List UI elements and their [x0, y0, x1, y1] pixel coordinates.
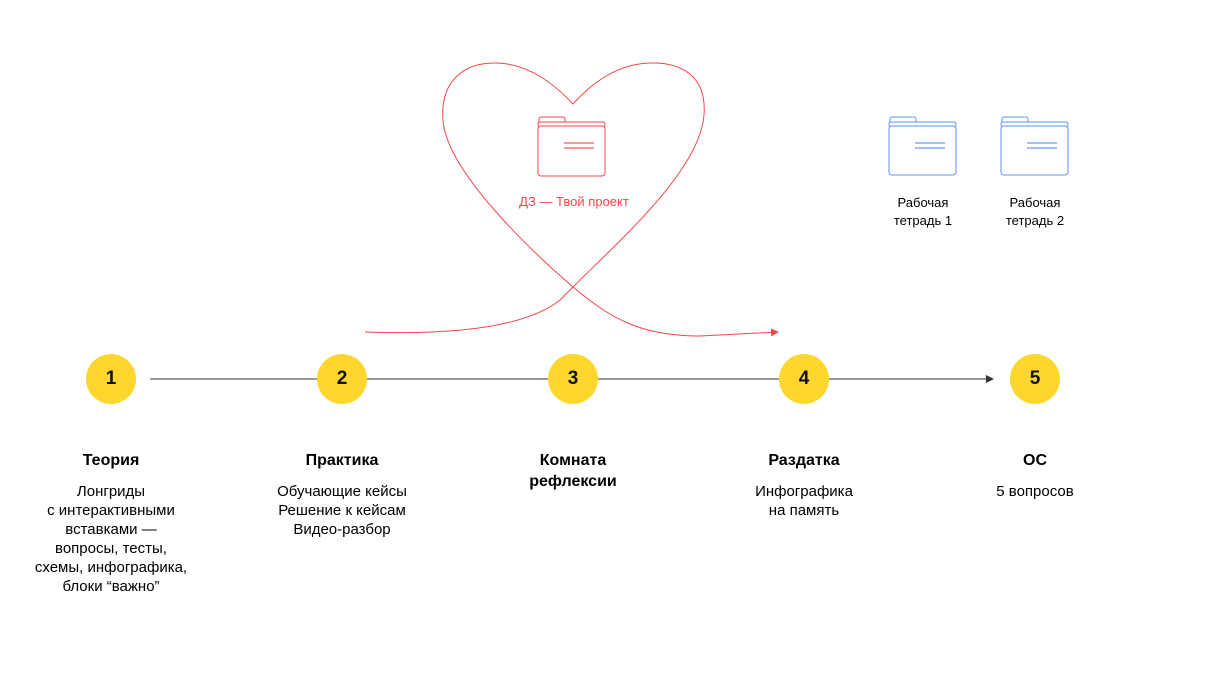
step-description: Лонгриды с интерактивными вставками — во…	[34, 483, 188, 595]
step-title: ОС	[1023, 452, 1047, 469]
step-number-badge: 3	[548, 354, 598, 404]
step-title: Практика	[305, 452, 379, 469]
workbook-label-2: Рабочая тетрадь 2	[1005, 195, 1065, 228]
step-number-badge: 2	[317, 354, 367, 404]
step-title: Теория	[82, 452, 140, 469]
step-description: 5 вопросов	[996, 483, 1074, 500]
step-title: Раздатка	[768, 452, 840, 469]
step-number-badge: 1	[86, 354, 136, 404]
step-description: Инфографика на память	[755, 483, 853, 519]
homework-folder-icon	[537, 116, 606, 177]
step-number-badge: 4	[779, 354, 829, 404]
workbook-folder-icon-2	[1000, 116, 1069, 176]
step-title: Комната рефлексии	[529, 452, 617, 490]
homework-label: ДЗ — Твой проект	[519, 194, 629, 209]
step-description: Обучающие кейсы Решение к кейсам Видео-р…	[277, 483, 407, 538]
step-number-badge: 5	[1010, 354, 1060, 404]
workbook-label-1: Рабочая тетрадь 1	[893, 195, 953, 228]
heart-loop-arrow	[364, 62, 779, 337]
workbook-folder-icon-1	[888, 116, 957, 176]
